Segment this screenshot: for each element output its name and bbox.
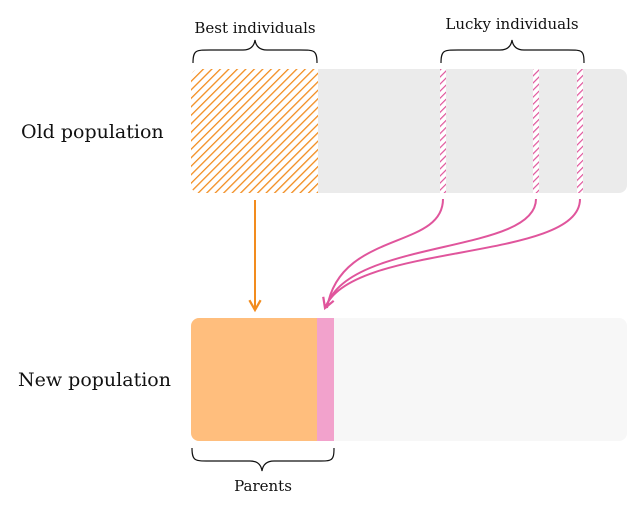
lucky-individual-stripe	[533, 69, 539, 193]
new-population-label: New population	[18, 369, 171, 391]
parents-brace	[191, 447, 335, 472]
lucky-individual-stripe	[577, 69, 583, 193]
parents-best-block	[191, 318, 317, 441]
parents-lucky-block	[317, 318, 334, 441]
parents-label: Parents	[234, 477, 292, 495]
lucky-individuals-brace	[440, 39, 585, 64]
lucky-individuals-label: Lucky individuals	[445, 15, 578, 33]
best-individuals-label: Best individuals	[194, 19, 315, 37]
best-individuals-brace	[192, 39, 318, 64]
lucky-arrows	[322, 198, 581, 311]
best-individuals-block	[191, 69, 318, 193]
old-population-label: Old population	[21, 121, 164, 143]
lucky-individual-stripe	[440, 69, 446, 193]
